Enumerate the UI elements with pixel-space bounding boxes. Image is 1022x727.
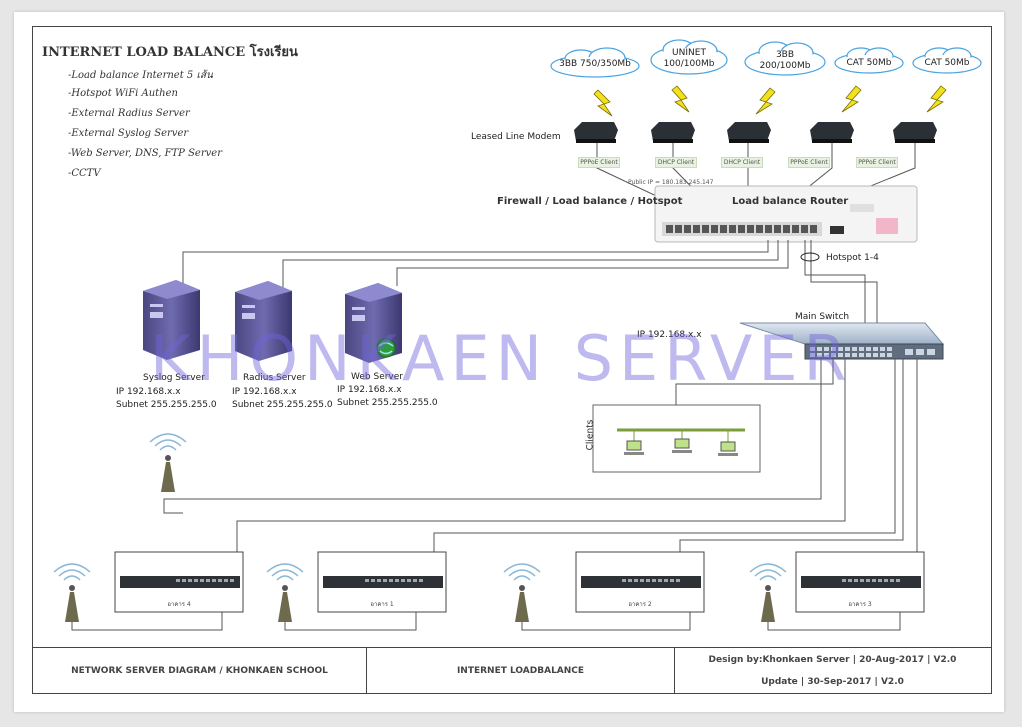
modem-icon [727,122,771,143]
modem-label: Leased Line Modem [471,132,561,142]
lightning-icon [926,85,947,113]
wifi-antenna-icon [749,563,787,622]
modem-icon [651,122,695,143]
server-ip: IP 192.168.x.x [116,387,181,397]
server-subnet: Subnet 255.255.255.0 [232,400,333,410]
clients-label: Clients [585,419,596,451]
router-role-label: Firewall / Load balance / Hotspot [497,196,683,207]
footer-update: Update | 30-Sep-2017 | V2.0 [761,676,904,687]
server-subnet: Subnet 255.255.255.0 [116,400,217,410]
client-computer-icon [672,438,692,453]
hotspot-label: Hotspot 1-4 [826,253,879,263]
watermark: KHONKAEN SERVER [150,322,853,395]
public-ip-label: Public IP = 180.183.245.147 [628,179,714,186]
feature-item: -CCTV [68,168,101,179]
isp-label: 3BB 200/100Mb [759,50,811,71]
cloud-icon [834,47,904,74]
cloud-icon [550,47,640,78]
load-balance-router [654,185,918,243]
building-label: อาคาร 3 [848,601,872,608]
client-computer-icon [624,440,644,455]
server-ip: IP 192.168.x.x [232,387,297,397]
diagram-title: INTERNET LOAD BALANCE โรงเรียน [42,45,298,60]
server-name: Web Server [351,372,403,382]
syslog-server-icon [143,280,200,360]
modem-icon [810,122,854,143]
building-label: อาคาร 4 [167,601,191,608]
footer-subject: INTERNET LOADBALANCE [367,648,675,693]
footer-revision: Design by:Khonkaen Server | 20-Aug-2017 … [675,648,990,693]
server-name: Radius Server [243,373,306,383]
client-type-tag: PPPoE Client [788,157,830,168]
wifi-antenna-icon [503,563,541,622]
footer-project: NETWORK SERVER DIAGRAM / KHONKAEN SCHOOL [33,648,367,693]
building-switch [795,551,925,613]
modem-icon [574,122,618,143]
main-switch-ip: IP 192.168.x.x [637,330,702,340]
isp-label: CAT 50Mb [846,58,892,68]
client-type-tag: DHCP Client [721,157,763,168]
cloud-icon [650,39,728,75]
wifi-antenna-icon [53,563,91,622]
isp-label: 3BB 750/350Mb [559,59,631,69]
server-ip: IP 192.168.x.x [337,385,402,395]
building-label: อาคาร 1 [370,601,394,608]
wifi-antenna-icon [149,433,187,492]
client-type-tag: PPPoE Client [578,157,620,168]
feature-item: -Web Server, DNS, FTP Server [68,148,222,159]
router-name-label: Load balance Router [732,196,849,207]
feature-item: -Load balance Internet 5 เส้น [68,70,213,81]
feature-item: -Hotspot WiFi Authen [68,88,178,99]
client-type-tag: DHCP Client [655,157,697,168]
main-switch [739,322,945,360]
building-switch [575,551,705,613]
radius-server-icon [235,281,292,361]
modem-icon [893,122,937,143]
clients-panel [592,404,761,473]
lightning-icon [593,89,613,117]
footer-design: Design by:Khonkaen Server | 20-Aug-2017 … [708,654,957,665]
building-label: อาคาร 2 [628,601,652,608]
lightning-icon [671,85,690,113]
cloud-icon [912,47,982,74]
lightning-icon [755,87,776,115]
isp-label: UNINET 100/100Mb [663,48,715,69]
building-switch [114,551,244,613]
feature-item: -External Syslog Server [68,128,189,139]
title-block: NETWORK SERVER DIAGRAM / KHONKAEN SCHOOL… [32,647,992,694]
isp-label: CAT 50Mb [924,58,970,68]
feature-item: -External Radius Server [68,108,190,119]
client-type-tag: PPPoE Client [856,157,898,168]
cloud-icon [744,41,826,76]
lightning-icon [841,85,862,113]
building-switch [317,551,447,613]
main-switch-label: Main Switch [795,312,850,322]
web-server-icon [345,283,402,363]
server-name: Syslog Server [143,373,205,383]
client-computer-icon [718,441,738,456]
wifi-antenna-icon [266,563,304,622]
server-subnet: Subnet 255.255.255.0 [337,398,438,408]
